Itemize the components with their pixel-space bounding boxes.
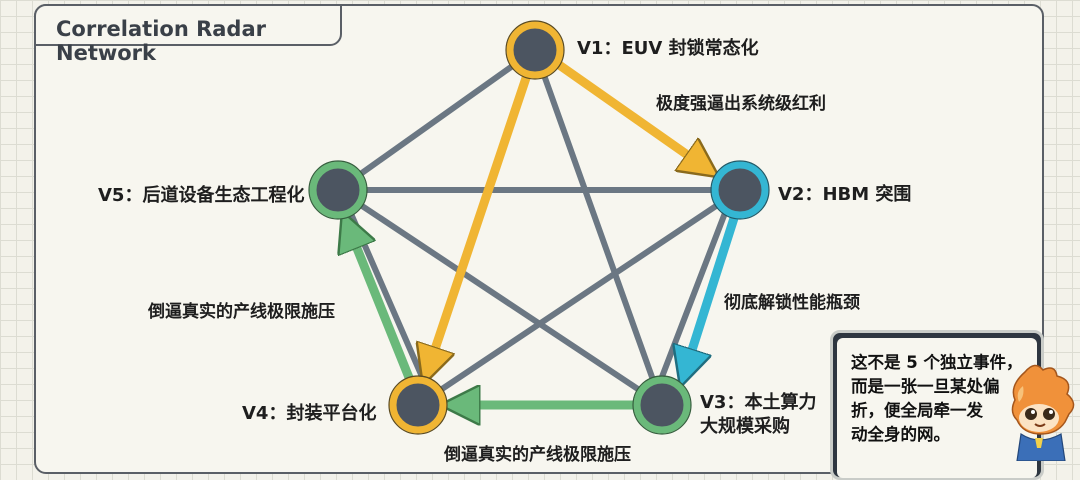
node-v3-label-line2: 大规模采购: [700, 416, 790, 437]
node-v2-label: V2：HBM 突围: [778, 184, 912, 205]
edge-v2-v3-inner: [652, 197, 733, 398]
node-v5-label: V5：后道设备生态工程化: [98, 185, 305, 206]
node-v1: [505, 20, 565, 80]
edge-label-v4-v5: 倒逼真实的产线极限施压: [148, 302, 335, 322]
note-line: 而是一张一旦某处偏: [851, 377, 1000, 396]
note-line: 这不是 5 个独立事件，: [851, 353, 1023, 372]
note-line: 动全身的网。: [851, 425, 950, 444]
node-v5: [308, 160, 368, 220]
fox-mascot-icon: [1011, 364, 1075, 461]
node-v3: [632, 375, 692, 435]
node-v4-label: V4：封装平台化: [242, 403, 377, 424]
diagram-title: Correlation Radar Network: [34, 4, 342, 65]
node-v3-label-line1: V3：本土算力: [700, 392, 817, 413]
node-v2: [710, 160, 770, 220]
edge-v5-v3: [335, 187, 665, 408]
note-line: 折，便全局牵一发: [851, 401, 983, 420]
node-v1-label: V1：EUV 封锁常态化: [577, 38, 759, 59]
arrow-v1-v4: [428, 67, 533, 370]
edge-label-v1-v2: 极度强逼出系统级红利: [656, 94, 826, 114]
arrow-v2-v3: [685, 210, 740, 372]
edge-v1-v3: [532, 47, 665, 408]
arrow-v1-v2: [550, 57, 706, 168]
edge-v1-v5: [335, 47, 538, 193]
edge-v2-v4: [415, 187, 743, 408]
note-card: 这不是 5 个独立事件， 而是一张一旦某处偏 折，便全局牵一发 动全身的网。: [837, 338, 1037, 478]
node-v4: [388, 375, 448, 435]
network-diagram: [308, 20, 770, 435]
edge-label-v2-v3: 彻底解锁性能瓶颈: [724, 293, 860, 313]
edge-label-v3-v4: 倒逼真实的产线极限施压: [444, 445, 631, 465]
edge-v5-v4-inner: [342, 197, 433, 398]
arrow-v4-v5: [348, 226, 415, 385]
